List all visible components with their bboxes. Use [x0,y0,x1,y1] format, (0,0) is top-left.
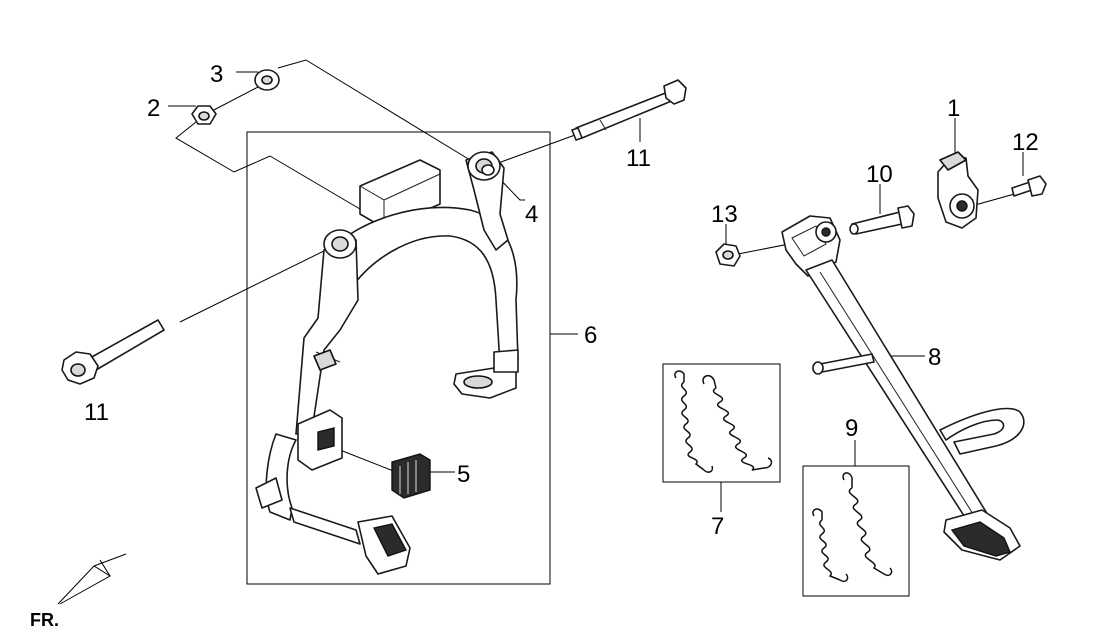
callout-part-11-top: 11 [626,145,651,172]
callout-part-5: 5 [457,461,470,488]
callout-part-4: 4 [525,201,538,228]
long-bolt-part-11-top [571,79,687,141]
spring-set-7-box [662,363,781,483]
bolt-part-12 [1011,175,1047,197]
leader-lines [168,59,1037,512]
callout-part-6: 6 [584,322,597,349]
front-direction-arrow-icon [57,553,127,605]
washer-part-3 [254,69,280,91]
callout-part-11-left: 11 [84,399,109,426]
front-orientation-label: FR. [30,610,59,630]
callout-part-13: 13 [711,201,738,228]
callout-part-10: 10 [866,161,893,188]
callout-part-3: 3 [210,61,223,88]
spring-set-part-7 [674,370,773,473]
bushing-part-4 [481,164,495,176]
callout-part-1: 1 [947,95,960,122]
spring-set-part-9 [812,472,893,583]
callout-part-9: 9 [845,415,858,442]
side-stand-part-8 [781,215,1025,561]
callout-part-2: 2 [147,95,160,122]
long-bolt-part-11-left [61,319,165,385]
callout-part-7: 7 [711,513,724,540]
main-stand-part-6 [255,151,519,575]
switch-bracket-part-1 [937,151,979,229]
main-stand-group-box [246,131,551,585]
nut-part-13 [715,243,741,267]
spring-set-9-box [802,465,910,597]
rubber-stopper-part-5 [391,453,431,499]
pivot-bolt-part-10 [849,205,915,235]
callout-part-12: 12 [1012,129,1039,156]
nut-part-2 [191,105,217,125]
callout-part-8: 8 [928,344,941,371]
